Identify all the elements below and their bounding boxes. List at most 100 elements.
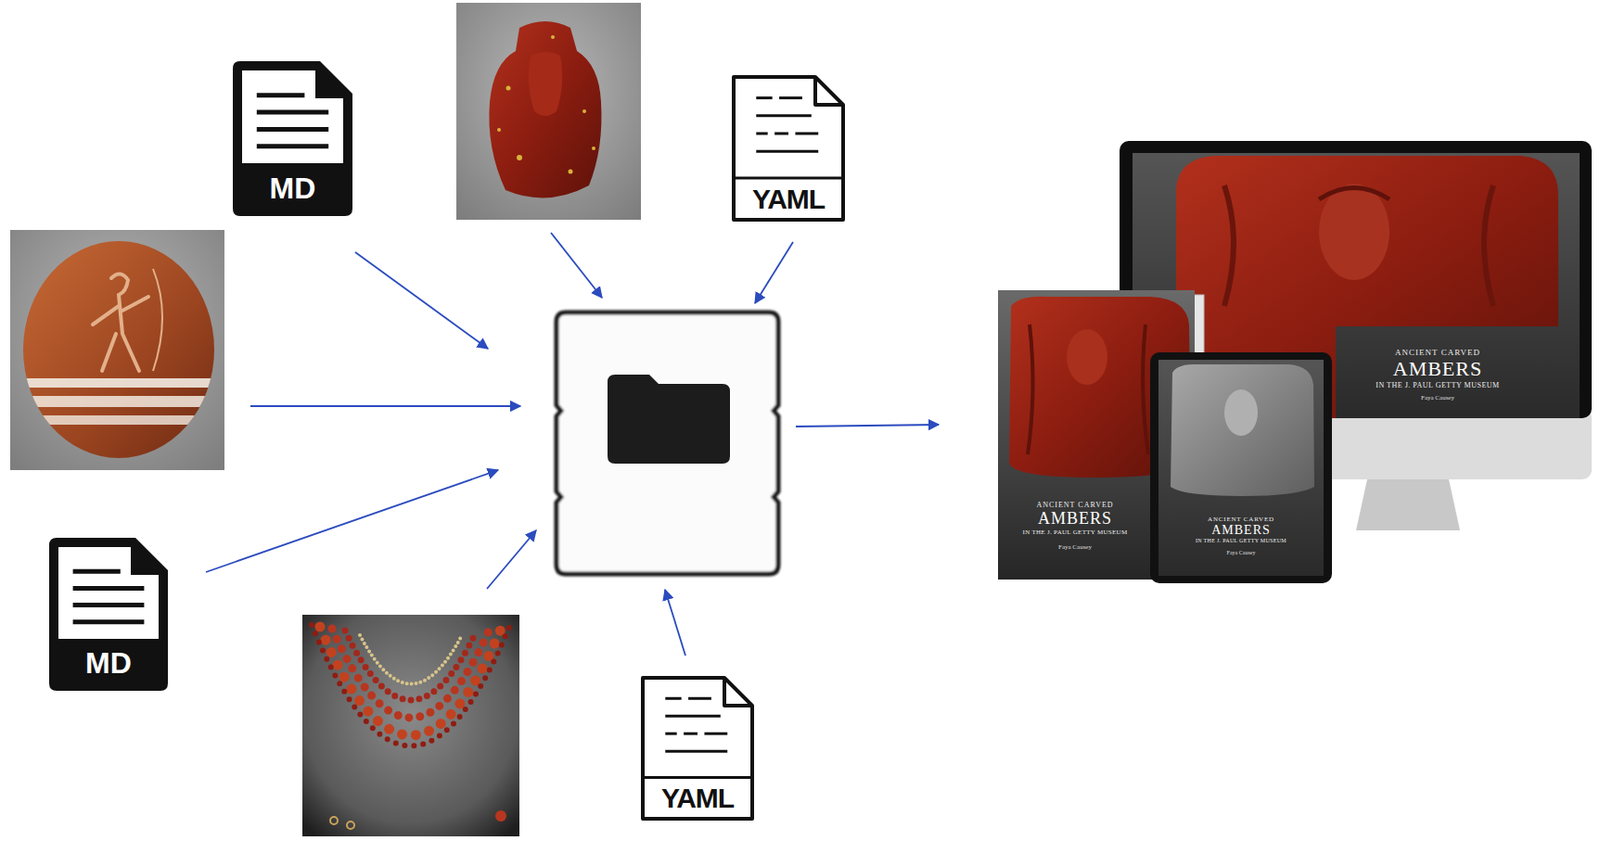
bead-strand [320,627,502,736]
md-icon-line [73,569,121,575]
yaml-icon-fold [815,76,844,105]
speckle [506,86,512,91]
cover-text: Faya Causey [1227,550,1256,557]
arrow [665,589,686,656]
cover-text: AMBERS [1393,357,1483,381]
yaml-file-icon: YAML [640,675,756,822]
arrow [550,232,602,298]
md-icon-page [242,70,344,164]
md-icon-line [256,92,306,98]
arrow [755,242,794,304]
yaml-icon-line [755,96,772,100]
yaml-icon-line [665,715,721,718]
grey-figure [1170,364,1315,497]
grey-face [1224,389,1258,436]
cover-text: ANCIENT CARVED [1395,347,1481,358]
md-file-icon: MD [232,61,353,217]
cover-text: AMBERS [1211,523,1271,538]
file-type-label: MD [269,171,317,206]
gem-figure [92,273,149,372]
amber-face [1066,329,1108,385]
md-icon-body [232,61,353,217]
bead-strand [311,625,511,747]
arrow [795,424,939,427]
yaml-icon-rule [733,177,844,180]
amber-detail [1224,185,1494,307]
file-type-label: YAML [661,782,734,816]
file-type-label: YAML [752,183,825,217]
md-icon-line [73,602,145,608]
yaml-icon-line [755,114,812,117]
yaml-icon-line [665,750,728,754]
md-icon-line [256,127,329,132]
md-icon-line [73,586,145,591]
yaml-icon-line [774,132,789,136]
arrows [205,232,939,656]
yaml-icon-line [755,150,819,154]
book-cover-title: ANCIENT CARVEDAMBERSIN THE J. PAUL GETTY… [1344,333,1531,416]
arrow [205,470,499,573]
yaml-icon-line [704,732,728,736]
gold-strand [359,635,462,685]
cover-text: IN THE J. PAUL GETTY MUSEUM [1375,381,1499,390]
yaml-icon-line [665,732,677,736]
yaml-icon-line [665,697,681,701]
yaml-icon-fold [724,678,753,706]
folder-box [556,312,779,575]
cover-text: AMBERS [1037,509,1113,529]
photo-ground [456,2,641,220]
amber-photo [456,2,641,220]
file-type-label: MD [85,646,132,681]
cover-text: Faya Causey [1058,543,1092,551]
gem [23,241,215,459]
yaml-icon-body [733,76,844,220]
ring [346,821,355,830]
bead [495,810,507,822]
md-file-icon: MD [49,537,168,692]
bead-strand [332,628,490,718]
speckle [497,128,501,132]
folder-icon [607,374,730,464]
speckle [591,146,596,151]
yaml-icon-line [779,96,803,100]
arrow [250,405,521,408]
tablet [1150,352,1332,584]
yaml-icon-line [683,732,698,736]
tablet-body [1150,352,1332,584]
speckle [582,109,587,114]
photo-ground [302,614,520,837]
photo-ground [10,230,225,471]
amber-detail [528,51,564,116]
cover-text: ANCIENT CARVED [1036,500,1114,510]
arrow [486,530,537,589]
necklace-photo [302,614,520,837]
yaml-icon-line [794,132,819,136]
ring [330,817,338,825]
amber-detail [1027,324,1149,455]
book-cover-title: ANCIENT CARVEDAMBERSIN THE J. PAUL GETTY… [1003,484,1147,568]
md-icon-line [256,143,329,149]
yaml-file-icon: YAML [730,74,846,223]
speckle [516,154,523,161]
md-icon-line [73,619,145,625]
md-icon-body [49,537,168,692]
tablet-screen [1158,359,1324,576]
gem-band [18,378,223,388]
gem-bands [18,378,223,425]
speckle [550,35,555,39]
amber-detail [1318,188,1390,201]
yaml-icon-rule [642,776,753,780]
gem-band [18,396,223,408]
amber-face [1318,183,1390,281]
gem-band [18,415,223,425]
yaml-icon-body [642,678,753,820]
yaml-icon-line [688,697,712,701]
arrow [355,252,488,349]
book-cover-title: ANCIENT CARVEDAMBERSIN THE J. PAUL GETTY… [1161,500,1321,572]
cover-text: IN THE J. PAUL GETTY MUSEUM [1023,528,1128,537]
md-icon-line [256,110,329,116]
md-icon-page [58,547,159,640]
monitor-stand [1356,479,1460,531]
folder-frame [556,312,779,575]
cover-text: ANCIENT CARVED [1207,515,1275,524]
